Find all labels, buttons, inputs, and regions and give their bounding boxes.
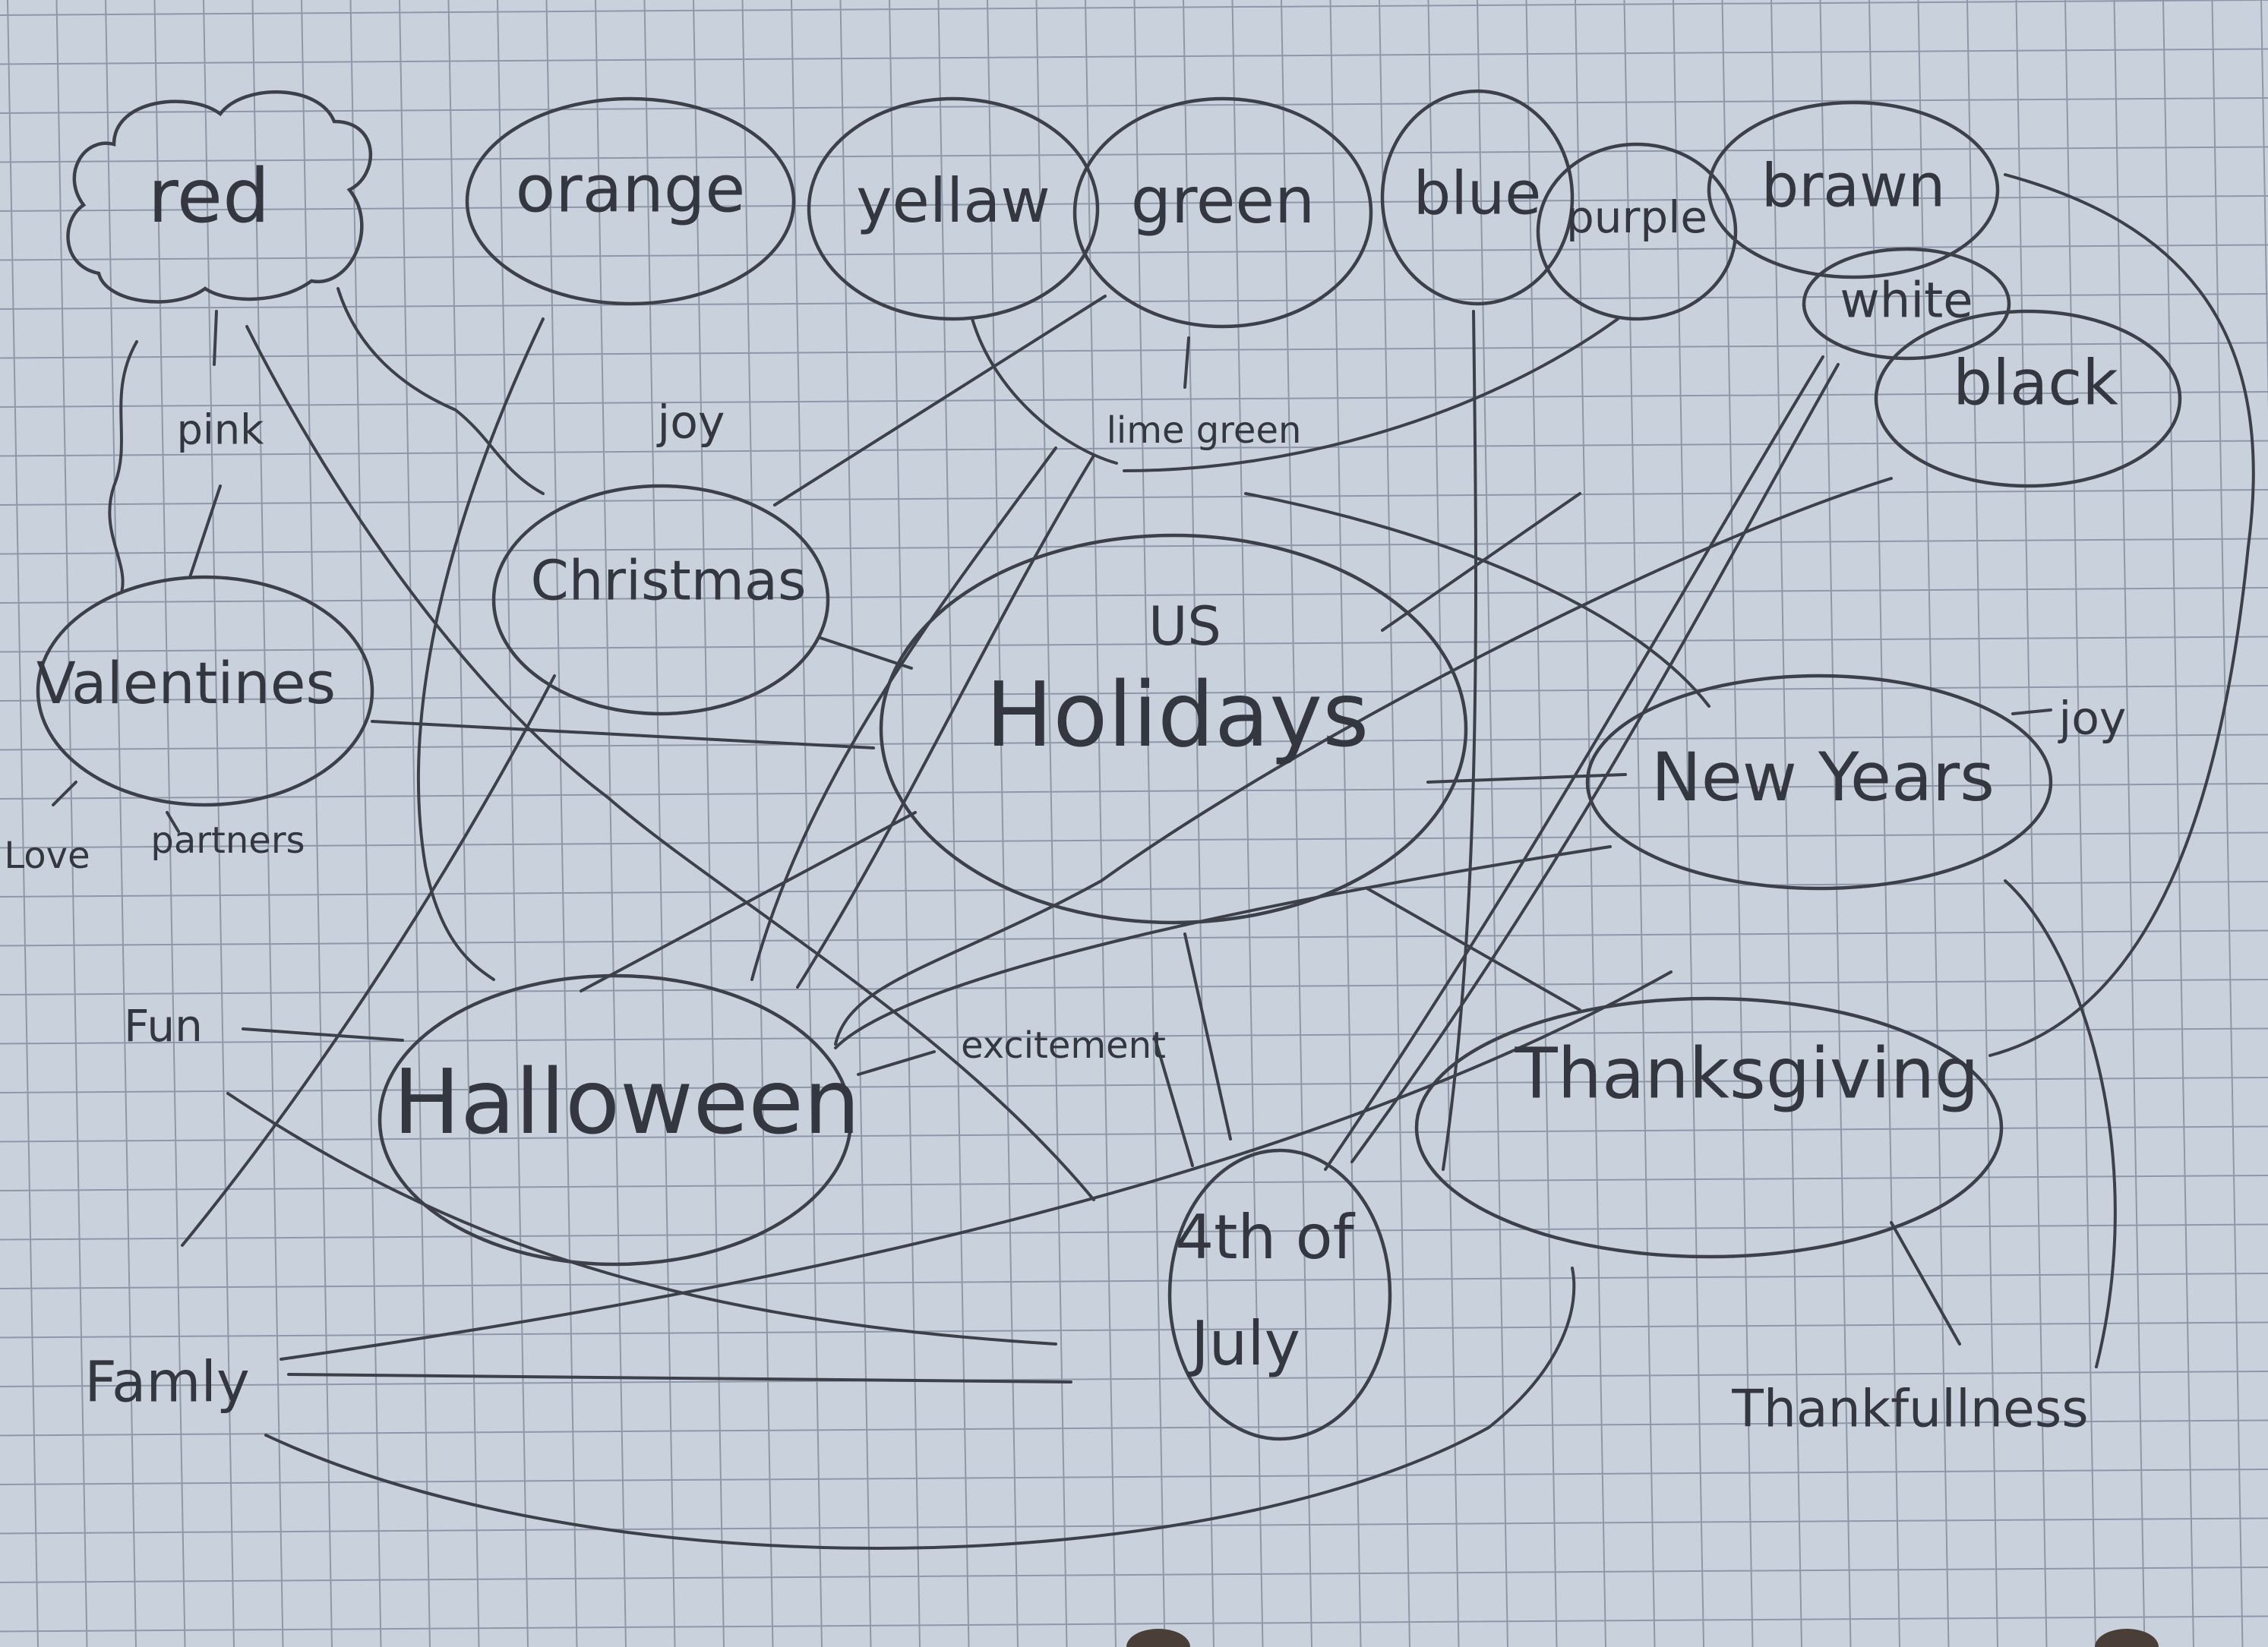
word-love: Love <box>4 835 90 877</box>
color-label: red <box>148 153 270 240</box>
word-partners: partners <box>150 819 305 862</box>
color-node-yellow[interactable]: yellaw <box>807 96 1100 321</box>
ellipse-shape <box>1167 1148 1392 1441</box>
ellipse-shape <box>1072 96 1373 329</box>
holiday-node-new-years[interactable]: New Years <box>1585 674 2053 891</box>
ellipse-shape <box>1802 247 2011 361</box>
holiday-label: Thanksgiving <box>1514 1033 1979 1114</box>
color-node-green[interactable]: green <box>1072 96 1373 329</box>
ellipse-shape <box>1874 309 2182 488</box>
ellipse-shape <box>1380 89 1575 306</box>
holiday-node-valentines[interactable]: Valentines <box>36 575 374 807</box>
color-node-orange[interactable]: orange <box>465 96 796 306</box>
feeling-words: pink joy lime green joy Love partners Fu… <box>4 396 2126 1440</box>
holiday-label: Christmas <box>530 549 806 613</box>
ellipse-shape <box>491 484 830 716</box>
word-family: Famly <box>84 1350 250 1415</box>
holiday-node-christmas[interactable]: Christmas <box>491 484 830 716</box>
word-joy-christmas: joy <box>656 396 725 450</box>
binder-holes <box>1126 1629 2159 1647</box>
word-lime-green: lime green <box>1107 409 1302 452</box>
ellipse-shape <box>1536 142 1738 321</box>
color-node-blue[interactable]: blue <box>1380 89 1575 306</box>
ellipse-shape <box>36 575 374 807</box>
center-node-us-holidays[interactable]: US Holidays <box>879 533 1468 925</box>
color-node-purple[interactable]: purple <box>1536 142 1738 321</box>
color-node-brown[interactable]: brawn <box>1707 100 2000 279</box>
holiday-label-line2: July <box>1187 1308 1300 1379</box>
ellipse-shape <box>1707 100 2000 279</box>
color-label: brawn <box>1761 152 1946 220</box>
color-label: orange <box>516 151 746 227</box>
word-fun: Fun <box>124 1000 203 1052</box>
holiday-label: New Years <box>1651 738 1995 816</box>
color-label: purple <box>1566 191 1707 243</box>
color-nodes: red orange yellaw green blue purple braw… <box>66 89 2182 488</box>
holiday-node-fourth-of-july[interactable]: 4th of July <box>1167 1148 1392 1441</box>
word-excitement: excitement <box>961 1024 1166 1067</box>
connector-lines <box>52 173 2255 1550</box>
word-pink: pink <box>177 406 265 454</box>
holiday-node-halloween[interactable]: Halloween <box>377 973 861 1267</box>
color-label: black <box>1953 347 2118 419</box>
word-thankfulness: Thankfullness <box>1731 1380 2088 1440</box>
ellipse-shape <box>465 96 796 306</box>
color-label: blue <box>1414 159 1542 228</box>
ellipse-shape <box>879 533 1468 925</box>
center-title: Holidays <box>985 662 1369 767</box>
center-prefix: US <box>1148 595 1221 658</box>
holiday-nodes: Christmas Valentines US Holidays New Yea… <box>36 484 2053 1441</box>
color-label: yellaw <box>856 166 1050 236</box>
holiday-label: Halloween <box>393 1049 860 1154</box>
color-node-red[interactable]: red <box>66 90 373 304</box>
holiday-node-thanksgiving[interactable]: Thanksgiving <box>1414 996 2004 1259</box>
word-joy-new-years: joy <box>2058 693 2127 746</box>
ellipse-shape <box>377 973 853 1267</box>
color-label: green <box>1131 163 1316 238</box>
color-label: white <box>1840 273 1973 330</box>
ellipse-shape <box>1585 674 2053 891</box>
cloud-shape <box>66 90 373 304</box>
holiday-label-line1: 4th of <box>1175 1202 1355 1273</box>
holiday-label: Valentines <box>36 649 336 717</box>
color-node-white[interactable]: white <box>1802 247 2011 361</box>
ellipse-shape <box>1414 996 2004 1259</box>
color-node-black[interactable]: black <box>1874 309 2182 488</box>
ellipse-shape <box>807 96 1100 321</box>
